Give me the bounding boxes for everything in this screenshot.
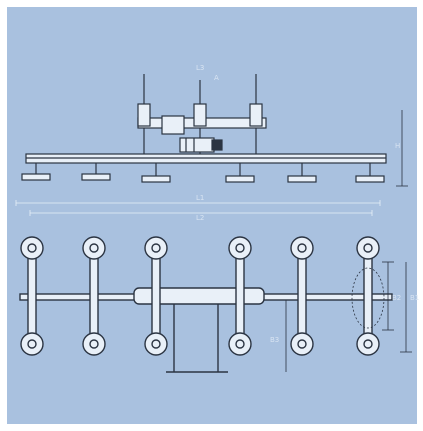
suction-pad-icon [144, 332, 168, 356]
b1-label: B1 [410, 294, 419, 302]
suction-pad-icon [21, 163, 51, 181]
suction-pad-icon [82, 332, 106, 356]
suction-pad-icon [356, 332, 380, 356]
suction-pad-icon [141, 163, 171, 183]
suction-pad-icon [355, 163, 385, 183]
suction-pad-icon [144, 236, 168, 260]
plan-dimensions [285, 261, 412, 372]
frame-center [133, 287, 265, 305]
h-label: H [395, 142, 400, 150]
l1-label: L1 [196, 194, 204, 202]
top-dim-label: L3 [196, 64, 204, 72]
a-label: A [214, 74, 219, 82]
upper-carriage [137, 74, 267, 154]
side-pads [21, 163, 385, 183]
plan-pads-bottom [20, 332, 380, 356]
motor-icon [179, 137, 223, 153]
suction-pad-icon [228, 236, 252, 260]
drawing-panel [7, 7, 417, 424]
b2-label: B2 [392, 294, 401, 302]
plan-view [19, 236, 393, 373]
suction-pad-icon [225, 163, 255, 183]
suction-pad-icon [82, 236, 106, 260]
suction-pad-icon [290, 332, 314, 356]
suction-pad-icon [290, 236, 314, 260]
length-dimensions [15, 200, 381, 216]
suction-pad-icon [228, 332, 252, 356]
suction-pad-icon [20, 332, 44, 356]
suction-pad-icon [356, 236, 380, 260]
b3-label: B3 [270, 336, 279, 344]
suction-pad-icon [81, 163, 111, 181]
suction-pad-icon [20, 236, 44, 260]
suction-pad-icon [287, 163, 317, 183]
plan-pads-top [20, 236, 380, 260]
side-view [21, 74, 408, 187]
l2-label: L2 [196, 214, 204, 222]
